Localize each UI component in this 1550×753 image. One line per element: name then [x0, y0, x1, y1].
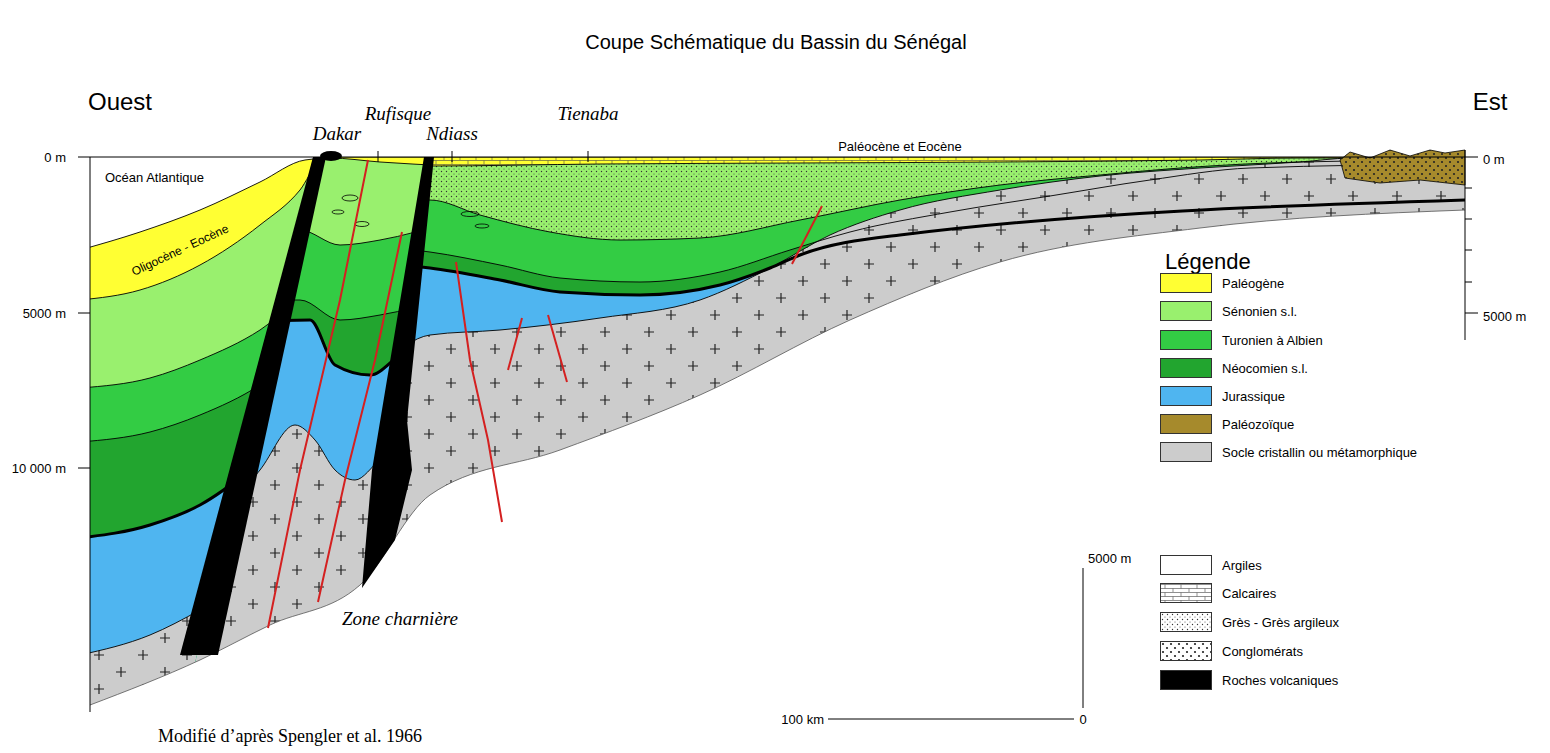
swatch-pattern [1161, 642, 1211, 660]
axis-line [78, 313, 90, 314]
legend-swatch [1160, 330, 1212, 350]
scale-label: 100 km [781, 713, 824, 726]
swatch-pattern [1161, 613, 1211, 631]
source-caption: Modifié d’après Spengler et al. 1966 [158, 727, 422, 745]
legend-swatch [1160, 612, 1212, 632]
legend-swatch [1160, 670, 1212, 690]
conglomerate-pattern [1340, 150, 1465, 185]
legend-swatch [1160, 555, 1212, 575]
legend-label: Jurassique [1222, 389, 1285, 404]
legend-swatch [1160, 358, 1212, 378]
fault-line [792, 206, 822, 264]
legend-row: Jurassique [1160, 386, 1285, 406]
legend-title: Légende [1165, 251, 1251, 273]
paleozoic-outcrop [1340, 150, 1465, 185]
fault-line [456, 262, 502, 522]
area-label: Océan Atlantique [105, 171, 204, 184]
axis-line [90, 157, 91, 712]
depth-label: 0 m [1483, 153, 1505, 166]
axis-line [1465, 219, 1472, 220]
fault-line [268, 160, 368, 628]
depth-label: 5000 m [1483, 310, 1526, 323]
legend-row: Roches volcaniques [1160, 670, 1338, 690]
legend-label: Turonien à Albien [1222, 333, 1323, 348]
zone-label: Zone charnière [342, 609, 458, 628]
legend-row: Conglomérats [1160, 641, 1303, 661]
legend-label: Roches volcaniques [1222, 673, 1338, 688]
axis-line [1465, 250, 1472, 251]
scale-label: 5000 m [1088, 552, 1131, 565]
direction-label: Est [1473, 90, 1508, 114]
legend-label: Socle cristallin ou métamorphique [1222, 445, 1417, 460]
axis-line [1465, 157, 1478, 158]
legend-swatch [1160, 583, 1212, 603]
legend-label: Paléogène [1222, 276, 1284, 291]
legend-row: Sénonien s.l. [1160, 301, 1297, 321]
legend-label: Néocomien s.l. [1222, 361, 1308, 376]
swatch-pattern [1161, 613, 1211, 631]
axis-line [1083, 568, 1084, 708]
sand-lens [461, 212, 479, 217]
fault-line [508, 318, 522, 370]
layer-boundary [170, 158, 450, 166]
legend-label: Paléozoïque [1222, 417, 1294, 432]
axis-line [78, 468, 90, 469]
direction-label: Ouest [88, 90, 152, 114]
axis-line [1465, 313, 1478, 314]
depth-label: 0 m [44, 151, 66, 164]
depth-label: 10 000 m [12, 462, 66, 475]
axis-line [1465, 188, 1472, 189]
legend-swatch [1160, 301, 1212, 321]
sand-lens [355, 222, 369, 227]
place-name: Ndiass [426, 124, 478, 143]
depth-label: 5000 m [23, 307, 66, 320]
layer-label: Paléocène et Eocène [838, 140, 962, 153]
scale-label: 0 [1079, 713, 1086, 726]
swatch-pattern [1161, 642, 1211, 660]
legend-swatch [1160, 414, 1212, 434]
swatch-pattern [1161, 584, 1211, 602]
legend-row: Grès - Grès argileux [1160, 612, 1339, 632]
legend-swatch [1160, 273, 1212, 293]
legend-row: Paléozoïque [1160, 414, 1294, 434]
legend-label: Calcaires [1222, 586, 1276, 601]
sand-lens [475, 224, 489, 228]
legend-row: Argiles [1160, 555, 1262, 575]
place-name: Rufisque [365, 104, 432, 123]
axis-line [90, 157, 1465, 158]
legend-row: Calcaires [1160, 583, 1276, 603]
legend-swatch [1160, 641, 1212, 661]
axis-line [588, 151, 589, 162]
axis-line [1465, 150, 1466, 340]
legend-row: Socle cristallin ou métamorphique [1160, 442, 1417, 462]
legend-label: Grès - Grès argileux [1222, 615, 1339, 630]
legend-swatch [1160, 386, 1212, 406]
legend-swatch [1160, 442, 1212, 462]
legend-label: Conglomérats [1222, 644, 1303, 659]
volcanic-fault [180, 157, 326, 655]
axis-line [452, 151, 453, 162]
legend-label: Argiles [1222, 558, 1262, 573]
volcanic-plug [320, 151, 342, 161]
axis-line [828, 719, 1074, 720]
axis-line [1465, 282, 1472, 283]
axis-line [78, 157, 90, 158]
fault-line [318, 232, 402, 602]
legend-row: Turonien à Albien [1160, 330, 1323, 350]
diagram-title: Coupe Schématique du Bassin du Sénégal [585, 32, 966, 52]
legend-row: Néocomien s.l. [1160, 358, 1308, 378]
legend-label: Sénonien s.l. [1222, 304, 1297, 319]
sand-lens [332, 210, 344, 214]
swatch-pattern [1161, 584, 1211, 602]
place-name: Tienaba [557, 104, 618, 123]
sand-lens [342, 195, 358, 201]
legend-row: Paléogène [1160, 273, 1284, 293]
fault-line [548, 315, 567, 382]
axis-line [378, 151, 379, 162]
place-name: Dakar [313, 124, 362, 143]
